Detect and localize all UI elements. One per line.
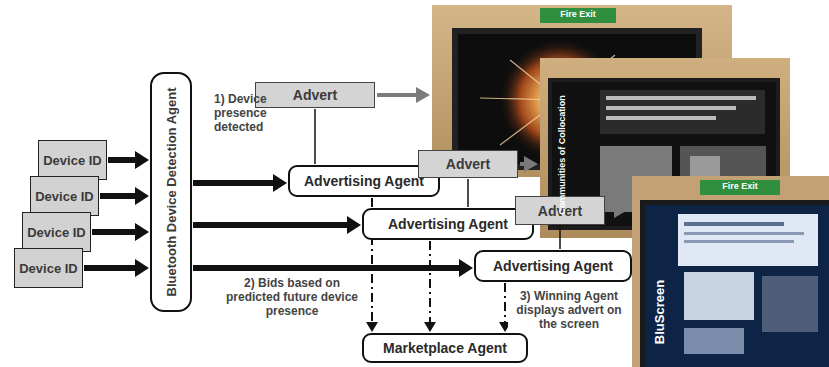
connector: [424, 241, 436, 332]
connector: [108, 151, 149, 169]
arrow-head: [424, 322, 436, 332]
connector-line: [504, 283, 506, 323]
device-id-box: Device ID: [22, 212, 91, 252]
connector: [315, 109, 316, 164]
connector-line: [559, 226, 561, 249]
agent-box: Bluetooth Device Detection Agent: [150, 72, 192, 312]
node-text: Advertising Agent: [388, 216, 508, 232]
node-text: Advertising Agent: [304, 173, 424, 189]
screen-text: Communities of Collocation: [557, 95, 568, 215]
connector: [468, 179, 469, 207]
node-text: Advert: [293, 87, 337, 103]
connector-line: [92, 229, 136, 235]
connector-line: [193, 222, 348, 228]
agent-box: Advertising Agent: [362, 208, 534, 240]
node-text: Device ID: [35, 189, 94, 204]
arrow-head: [459, 259, 473, 277]
connector-line: [193, 180, 274, 186]
connector-line: [100, 193, 136, 199]
device-id-box: Device ID: [38, 140, 107, 180]
node-text: Advertising Agent: [493, 258, 613, 274]
node-text: Advert: [446, 156, 490, 172]
node-text: Bluetooth Device Detection Agent: [164, 88, 179, 297]
agent-box: Marketplace Agent: [362, 333, 528, 363]
arrow-head: [135, 187, 149, 205]
node-text: Device ID: [19, 261, 78, 276]
node-text: Device ID: [27, 225, 86, 240]
step-label: 1) Device presence detected: [214, 92, 288, 134]
arrow-head: [135, 259, 149, 277]
arrow-head: [366, 322, 378, 332]
connector-line: [84, 265, 136, 271]
screen-text: BluScreen: [652, 280, 668, 344]
connector: [100, 187, 149, 205]
advert-box: Advert: [255, 82, 375, 108]
step-label: 2) Bids based on predicted future device…: [222, 276, 362, 318]
connector-line: [108, 157, 136, 163]
connector: [193, 174, 287, 192]
connector-line: [193, 265, 460, 271]
connector: [92, 223, 149, 241]
sign-text: Fire Exit: [540, 9, 616, 20]
agent-box: Advertising Agent: [474, 250, 632, 282]
arrow-head: [347, 216, 361, 234]
device-id-box: Device ID: [14, 248, 83, 288]
connector-line: [429, 241, 431, 323]
connector: [560, 226, 561, 249]
step-label: 3) Winning Agent displays advert on the …: [508, 288, 630, 332]
arrow-head: [135, 223, 149, 241]
connector-line: [314, 109, 316, 164]
node-text: Device ID: [43, 153, 102, 168]
connector-line: [467, 179, 469, 207]
connector: [193, 216, 361, 234]
node-text: Marketplace Agent: [383, 340, 507, 356]
photo-screen-3: [632, 176, 829, 367]
arrow-head: [135, 151, 149, 169]
connector: [84, 259, 149, 277]
advert-box: Advert: [418, 150, 518, 178]
device-id-box: Device ID: [30, 176, 99, 216]
sign-text: Fire Exit: [700, 181, 780, 192]
arrow-head: [273, 174, 287, 192]
